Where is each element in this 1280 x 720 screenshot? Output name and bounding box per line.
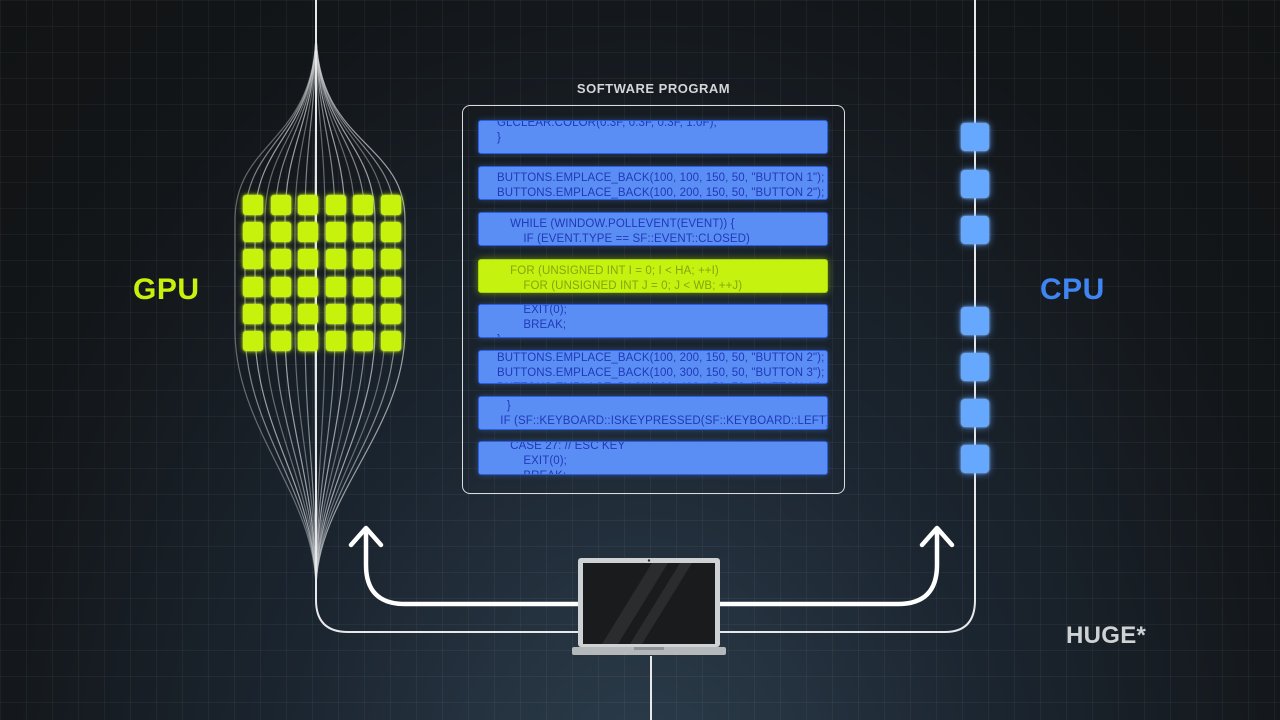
cpu-core (961, 216, 989, 244)
code-line: BREAK; (497, 469, 625, 474)
code-block: BUTTONS.EMPLACE_BACK(100, 200, 150, 50, … (478, 350, 828, 384)
arrow-to-cpu-head (919, 525, 955, 548)
laptop-icon (572, 558, 726, 655)
code-line: IF (EVENT.TYPE == SF::EVENT::CLOSED) (497, 233, 750, 245)
code-block: CASE 27: // ESC KEY EXIT(0); BREAK; (478, 441, 828, 475)
gpu-core (380, 331, 401, 351)
gpu-core (270, 303, 291, 324)
code-line: BUTTONS.EMPLACE_BACK(100, 100, 150, 50, … (497, 172, 825, 184)
gpu-core (298, 303, 318, 324)
cpu-core (961, 123, 989, 151)
gpu-core (270, 222, 291, 243)
code-line: } (497, 333, 567, 337)
program-panel-title: SOFTWARE PROGRAM (576, 81, 731, 96)
gpu-core (270, 276, 291, 297)
gpu-core (353, 331, 373, 351)
gpu-core (380, 195, 401, 215)
gpu-core (270, 331, 291, 351)
gpu-core (325, 331, 346, 351)
software-program-panel: GLCLEAR.COLOR(0.3F, 0.3F, 0.3F, 1.0F);} B… (462, 105, 845, 494)
gpu-core (243, 303, 263, 324)
code-line: BUTTONS.EMPLACE_BACK(100, 400, 150, 50, … (497, 381, 824, 383)
code-block: WHILE (WINDOW.POLLEVENT(EVENT)) { IF (EV… (478, 212, 828, 246)
code-line: IF (SF::KEYBOARD::ISKEYPRESSED(SF::KEYBO… (497, 415, 828, 427)
gpu-core (353, 276, 373, 297)
cpu-core (961, 445, 989, 473)
cpu-core (961, 399, 989, 427)
gpu-core (243, 249, 263, 270)
gpu-core (243, 331, 263, 351)
code-block: GLCLEAR.COLOR(0.3F, 0.3F, 0.3F, 1.0F);} (478, 120, 828, 154)
gpu-core (298, 222, 318, 243)
code-line: WHILE (WINDOW.POLLEVENT(EVENT)) { (497, 218, 735, 230)
gpu-core (298, 276, 318, 297)
cpu-core (961, 353, 989, 381)
code-block: FOR (UNSIGNED INT I = 0; I < HA; ++I) FO… (478, 259, 828, 293)
gpu-core (298, 249, 318, 270)
cpu-label: CPU (1040, 273, 1105, 306)
code-line: FOR (UNSIGNED INT J = 0; J < WB; ++J) (497, 280, 743, 292)
gpu-core (353, 222, 373, 243)
gpu-core (325, 249, 346, 270)
code-line: BUTTONS.EMPLACE_BACK(100, 200, 150, 50, … (497, 187, 825, 199)
code-line: CASE 27: // ESC KEY (497, 441, 626, 452)
code-line: EXIT(0); (497, 455, 567, 467)
gpu-core (325, 276, 346, 297)
code-line: EXIT(0); (497, 304, 567, 316)
code-block: EXIT(0); BREAK;} (478, 304, 828, 338)
gpu-core (380, 249, 401, 270)
gpu-core (325, 303, 346, 324)
arrow-to-gpu-head (348, 525, 384, 548)
brand-logo: HUGE* (1066, 622, 1147, 649)
gpu-core (380, 276, 401, 297)
code-line: BUTTONS.EMPLACE_BACK(100, 200, 150, 50, … (497, 352, 825, 364)
cpu-core (961, 170, 989, 198)
code-block: } IF (SF::KEYBOARD::ISKEYPRESSED(SF::KEY… (478, 396, 828, 430)
code-line: } (497, 132, 501, 144)
code-line: } (497, 400, 511, 412)
gpu-core (243, 276, 263, 297)
code-line: BREAK; (497, 319, 567, 331)
cpu-core (961, 307, 989, 335)
code-line: BUTTONS.EMPLACE_BACK(100, 300, 150, 50, … (497, 367, 825, 379)
gpu-core (243, 195, 263, 215)
code-block: BUTTONS.EMPLACE_BACK(100, 100, 150, 50, … (478, 166, 828, 200)
arrow-to-cpu (717, 530, 940, 607)
gpu-core (270, 249, 291, 270)
gpu-core (298, 195, 318, 215)
gpu-core (380, 222, 401, 243)
gpu-core (353, 303, 373, 324)
code-line: GLCLEAR.COLOR(0.3F, 0.3F, 0.3F, 1.0F); (497, 120, 717, 129)
gpu-core (298, 331, 318, 351)
gpu-core (270, 195, 291, 215)
gpu-core (325, 195, 346, 215)
gpu-label: GPU (133, 273, 200, 306)
gpu-core (325, 222, 346, 243)
arrow-to-gpu (363, 530, 581, 607)
code-line: FOR (UNSIGNED INT I = 0; I < HA; ++I) (497, 265, 719, 277)
gpu-core (243, 222, 263, 243)
gpu-core (353, 249, 373, 270)
gpu-core (353, 195, 373, 215)
gpu-core (380, 303, 401, 324)
